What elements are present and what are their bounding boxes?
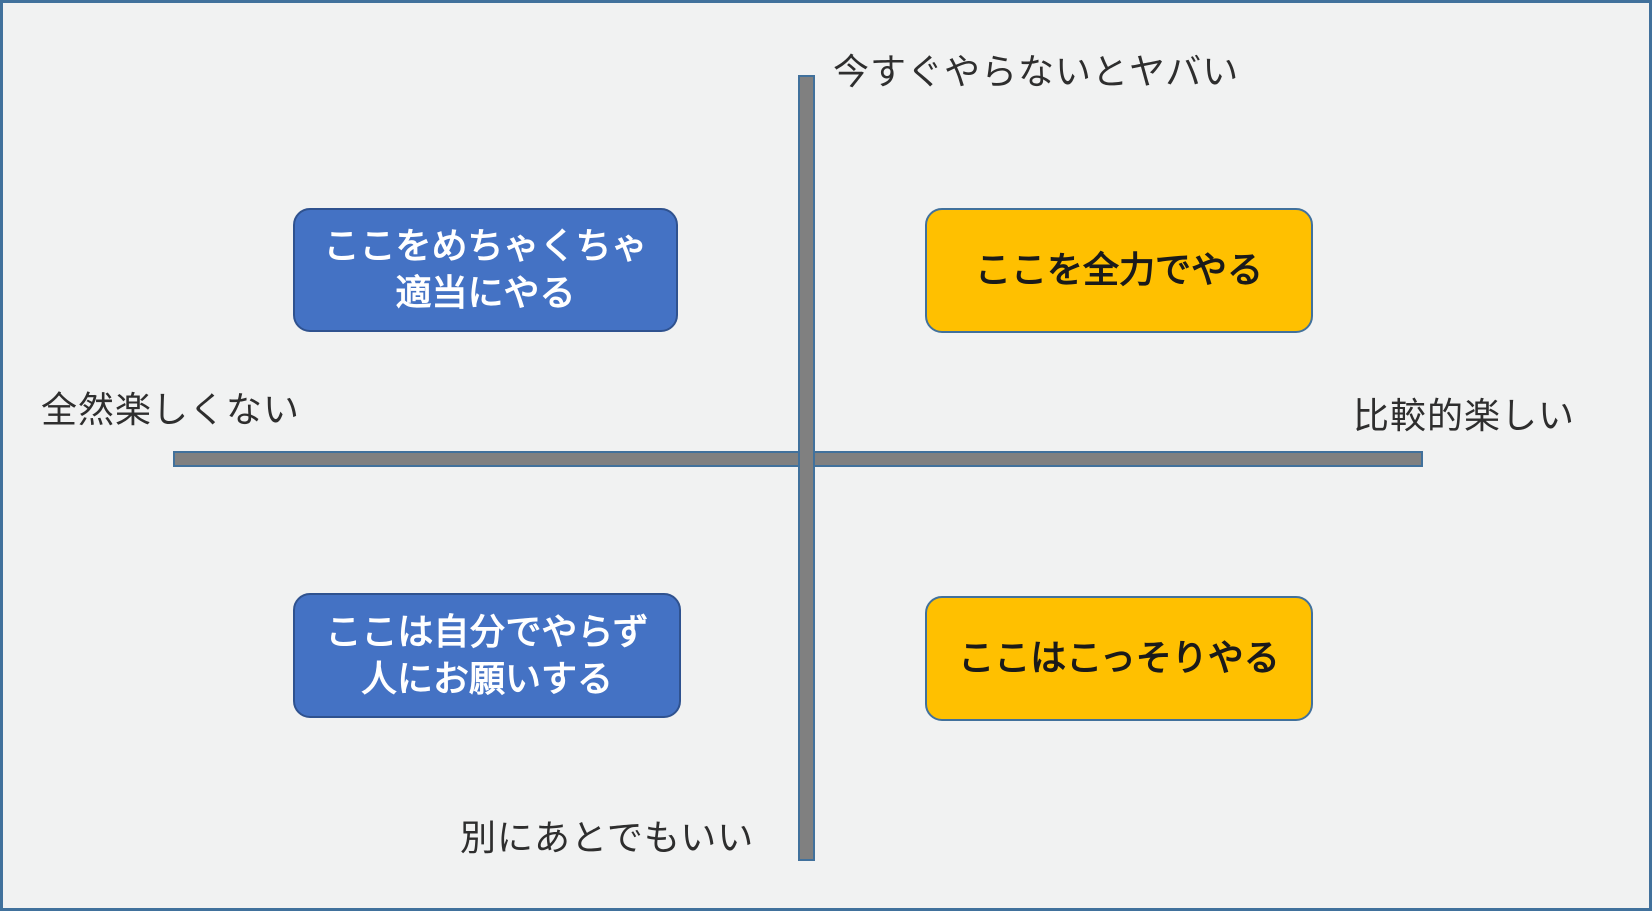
vertical-axis-bar xyxy=(798,75,815,861)
axis-label-can-wait: 別にあとでもいい xyxy=(460,817,755,858)
axis-label-relatively-fun: 比較的楽しい xyxy=(1353,395,1576,436)
quadrant-box-label-line: ここは自分でやらず xyxy=(325,610,649,652)
quadrant-box-label-line: ここをめちゃくちゃ xyxy=(323,225,648,267)
quadrant-box-label-line: 適当にやる xyxy=(395,272,576,313)
quadrant-box-bottom-left: ここは自分でやらず 人にお願いする xyxy=(293,593,681,718)
quadrant-box-label-line: 人にお願いする xyxy=(360,657,613,699)
quadrant-box-top-left: ここをめちゃくちゃ 適当にやる xyxy=(293,208,678,332)
quadrant-box-top-right: ここを全力でやる xyxy=(925,208,1313,333)
quadrant-box-label-line: ここはこっそりやる xyxy=(958,637,1280,679)
quadrant-box-bottom-right: ここはこっそりやる xyxy=(925,596,1313,721)
axis-label-urgent: 今すぐやらないとヤバい xyxy=(833,51,1240,92)
quadrant-box-label-line: ここを全力でやる xyxy=(974,249,1263,291)
axis-label-not-fun: 全然楽しくない xyxy=(41,389,301,430)
